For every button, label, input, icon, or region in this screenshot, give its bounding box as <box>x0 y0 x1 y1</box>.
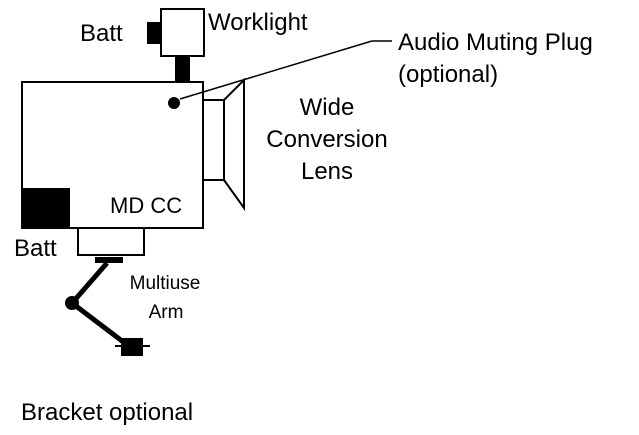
arm-label-line2: Arm <box>149 302 184 323</box>
audio-muting-plug <box>168 97 180 109</box>
audio-plug-label-line1: Audio Muting Plug <box>398 29 593 56</box>
camera-model-label: MD CC <box>110 193 182 218</box>
worklight-stem <box>175 56 190 82</box>
lens-label-line3: Lens <box>301 158 353 185</box>
wide-conversion-lens <box>223 77 245 212</box>
arm-label-line1: Multiuse <box>130 273 201 294</box>
batt-bottom-label: Batt <box>14 235 57 262</box>
camera-battery-block <box>22 188 70 228</box>
arm-mount-plate <box>95 257 123 263</box>
arm-lower-segment <box>70 301 128 346</box>
batt-top-label: Batt <box>80 20 123 47</box>
audio-plug-leader <box>179 40 373 100</box>
bracket-optional-caption: Bracket optional <box>21 399 193 426</box>
lens-collar <box>202 99 225 181</box>
worklight-battery <box>147 22 161 44</box>
arm-upper-segment <box>71 261 109 304</box>
worklight-box <box>160 8 205 57</box>
audio-plug-label-line2: (optional) <box>398 61 498 88</box>
bottom-battery <box>77 227 145 256</box>
lens-label-line2: Conversion <box>266 126 387 153</box>
lens-label-line1: Wide <box>300 94 355 121</box>
worklight-label: Worklight <box>208 9 308 36</box>
